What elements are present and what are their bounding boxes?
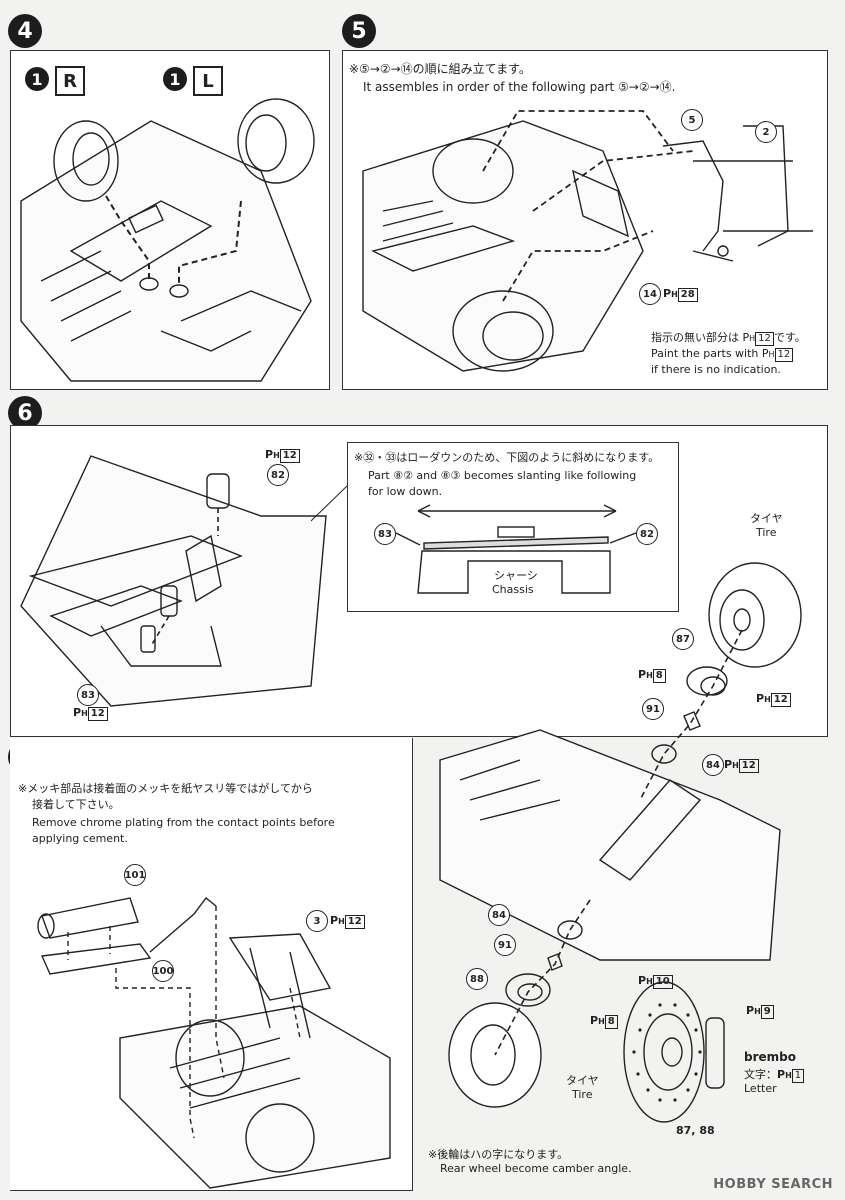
step6-cross-section: [395, 504, 637, 594]
step-6-number: 6: [8, 396, 42, 430]
step4-right-side-label: R: [55, 66, 85, 96]
rear-tire-bottom-jp: タイヤ: [566, 1074, 599, 1087]
step7-part-3: 3: [306, 910, 328, 932]
step5-illustration: [362, 110, 813, 372]
brembo-label: brembo: [744, 1050, 796, 1064]
step6-callout-box: ※㉜・㉝はローダウンのため、下図のように斜めになります。 Part ⑧② and…: [347, 442, 679, 612]
step6-note-en1: Part ⑧② and ⑧③ becomes slanting like fol…: [368, 469, 637, 482]
step4-left-part-badge: 1: [25, 67, 49, 91]
watermark-logo: HOBBY SEARCH: [713, 1177, 833, 1192]
step5-part-14: 14: [639, 283, 661, 305]
step7-note-jp2: 接着して下さい。: [32, 798, 120, 811]
rear-camber-note-en: Rear wheel become camber angle.: [440, 1162, 632, 1175]
rear-tire-top-jp: タイヤ: [750, 512, 783, 525]
step6-chassis-en: Chassis: [492, 583, 534, 596]
rear-part-91-bottom: 91: [494, 934, 516, 956]
rear-part-91-top: 91: [642, 698, 664, 720]
rear-part-84-top: 84: [702, 754, 724, 776]
rear-camber-note-jp: ※後輪はハの字になります。: [428, 1148, 569, 1161]
step6-part-82-top: 82: [267, 464, 289, 486]
step-7-panel: ※メッキ部品は接着面のメッキを紙ヤスリ等ではがしてから 接着して下さい。 Rem…: [10, 738, 413, 1191]
step6-note-en2: for low down.: [368, 485, 443, 498]
step-5-number: 5: [342, 14, 376, 48]
step7-note-en2: applying cement.: [32, 832, 128, 845]
step4-illustration: [20, 98, 315, 382]
rear-part-87: 87: [672, 628, 694, 650]
step6-illustration: [20, 455, 348, 707]
step7-note-jp1: ※メッキ部品は接着面のメッキを紙ヤスリ等ではがしてから: [18, 782, 313, 795]
step-4-panel: 1 R 1 L: [10, 50, 330, 390]
step6-part-83-bottom: 83: [77, 684, 99, 706]
step6-chassis-jp: シャーシ: [494, 569, 538, 582]
step7-part-101: 101: [124, 864, 146, 886]
step6-section-part-82: 82: [636, 523, 658, 545]
brake-part-numbers: 87, 88: [676, 1124, 715, 1137]
step5-note-en: It assembles in order of the following p…: [363, 80, 676, 94]
step7-illustration: [37, 897, 391, 1189]
step7-note-en1: Remove chrome plating from the contact p…: [32, 816, 335, 829]
step5-paint-en2: if there is no indication.: [651, 363, 781, 376]
step5-part-2: 2: [755, 121, 777, 143]
step-5-panel: ※⑤→②→⑭の順に組み立てます。 It assembles in order o…: [342, 50, 828, 390]
step6-note-jp: ※㉜・㉝はローダウンのため、下図のように斜めになります。: [354, 451, 660, 464]
step5-note-jp: ※⑤→②→⑭の順に組み立てます。: [349, 62, 531, 76]
step5-part-5: 5: [681, 109, 703, 131]
rear-part-88: 88: [466, 968, 488, 990]
rear-tire-bottom-en: Tire: [572, 1088, 593, 1101]
rear-tire-top-en: Tire: [756, 526, 777, 539]
rear-part-84-bottom: 84: [488, 904, 510, 926]
step-4-number: 4: [8, 14, 42, 48]
step7-part-100: 100: [152, 960, 174, 982]
step4-left-side-label: L: [193, 66, 223, 96]
step6-section-part-83: 83: [374, 523, 396, 545]
brembo-letter-en: Letter: [744, 1082, 777, 1095]
step4-right-part-badge: 1: [163, 67, 187, 91]
